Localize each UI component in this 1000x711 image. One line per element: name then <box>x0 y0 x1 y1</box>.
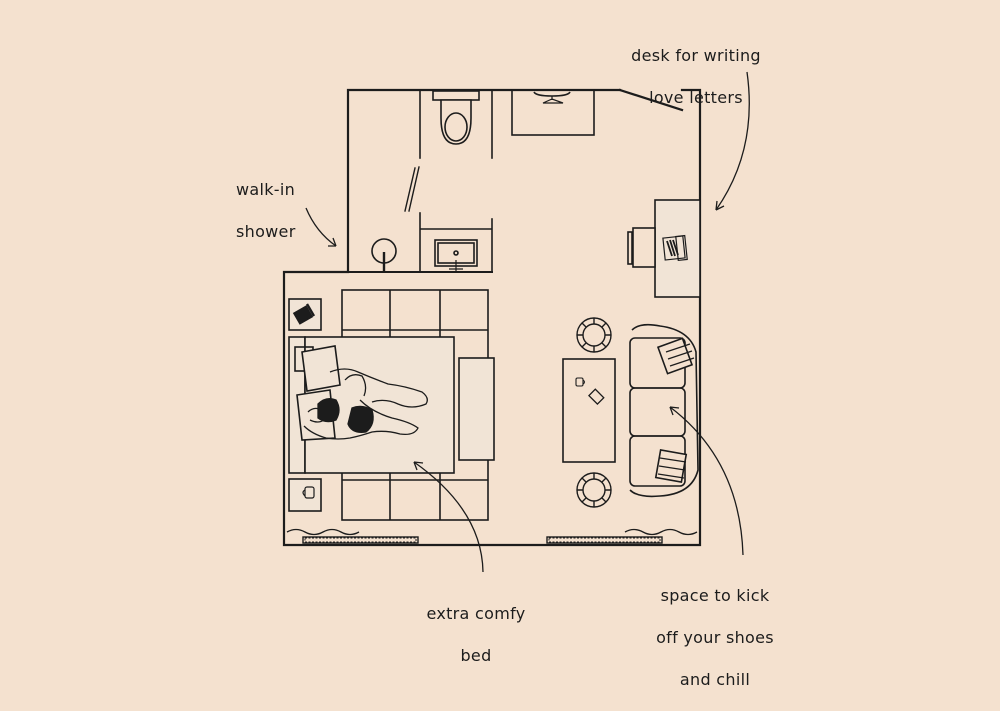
annotation-desk: desk for writing love letters <box>606 24 786 129</box>
entry-door <box>618 88 684 112</box>
arrow-desk <box>715 71 750 211</box>
pouf-top <box>576 317 612 353</box>
toilet <box>432 90 480 145</box>
arrow-shower <box>305 207 337 247</box>
desk <box>654 199 701 298</box>
annotation-line: extra comfy <box>426 604 526 623</box>
cushion-top <box>656 337 695 375</box>
floor-plan <box>282 71 750 573</box>
annotation-line: bed <box>460 646 492 665</box>
bench <box>458 357 495 461</box>
arrow-shower-head <box>328 237 337 247</box>
mug-icon <box>302 486 315 499</box>
annotation-line: shower <box>236 222 296 241</box>
arrow-lounge <box>669 406 744 556</box>
wardrobe <box>511 89 595 136</box>
annotation-line: off your shoes <box>656 628 774 647</box>
radiator-left <box>302 536 419 544</box>
sofa <box>629 323 699 498</box>
phone-icon <box>292 303 316 325</box>
sink <box>420 228 492 272</box>
annotation-lounge: space to kick off your shoes and chill <box>640 564 790 711</box>
pillow <box>301 345 341 392</box>
annotation-line: love letters <box>649 88 743 107</box>
laptop <box>662 234 688 262</box>
coffee-table <box>562 358 616 463</box>
arrow-bed <box>413 461 484 573</box>
annotation-bed: extra comfy bed <box>406 582 546 687</box>
shower-head <box>371 238 397 272</box>
nightstand-top <box>288 298 322 331</box>
annotation-line: walk-in <box>236 180 296 199</box>
pouf-bottom <box>576 472 612 508</box>
shower-glass-door <box>404 166 420 212</box>
arrow-lounge-head <box>669 406 680 416</box>
curtain-right <box>624 528 698 536</box>
radiator-right <box>546 536 663 544</box>
couple-illustration <box>303 368 428 440</box>
arrow-bed-head <box>413 461 424 471</box>
annotation-line: and chill <box>679 670 751 689</box>
cushion-bottom <box>654 449 688 483</box>
curtain-left <box>286 528 360 536</box>
annotation-shower: walk-in shower <box>236 158 320 263</box>
mug-icon <box>575 377 586 387</box>
nightstand-bottom <box>288 478 322 512</box>
annotation-line: desk for writing <box>631 46 761 65</box>
bed <box>288 336 455 474</box>
phone-icon <box>588 388 605 405</box>
annotation-line: space to kick <box>660 586 770 605</box>
desk-chair <box>627 227 656 268</box>
arrow-desk-head <box>715 200 725 211</box>
